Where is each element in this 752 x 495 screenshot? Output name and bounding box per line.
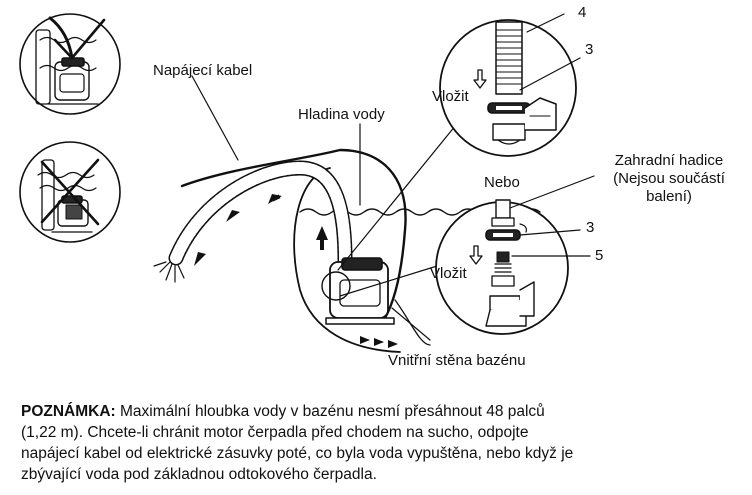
flow-arrow-icon <box>194 194 398 348</box>
connector-part-5 <box>491 251 515 287</box>
hose-part-4 <box>495 21 523 95</box>
water-level-label: Hladina vody <box>298 106 385 123</box>
safety-note: POZNÁMKA: Maximální hloubka vody v bazén… <box>21 401 721 485</box>
note-line-4: zbývající voda pod základnou odtokového … <box>21 466 377 483</box>
note-heading: POZNÁMKA: <box>21 403 116 420</box>
garden-hose-label-line2: (Nejsou součástí <box>613 170 725 187</box>
bottom-insert-inset <box>435 199 569 335</box>
insert-label-bottom: Vložit <box>430 265 467 282</box>
pump-installation-diagram <box>19 13 595 353</box>
power-cable <box>180 148 407 320</box>
insert-arrow-icon <box>469 245 483 265</box>
callout-3-top: 3 <box>585 41 594 58</box>
or-label: Nebo <box>484 174 520 191</box>
leader-lines <box>191 75 461 341</box>
correct-placement-inset <box>19 13 121 115</box>
garden-hose-label-line1: Zahradní hadice <box>614 152 724 169</box>
insert-arrow-icon <box>473 69 487 89</box>
pool-scene <box>153 148 541 353</box>
top-insert-inset <box>439 19 577 157</box>
cross-mark-icon <box>40 158 100 226</box>
inner-wall-label: Vnitřní stěna bazénu <box>388 352 526 369</box>
power-cable-label: Napájecí kabel <box>153 62 253 79</box>
garden-hose-label-line3: balení) <box>646 188 692 205</box>
incorrect-placement-inset <box>19 141 121 243</box>
garden-hose-end <box>491 199 515 227</box>
callout-4-top: 4 <box>578 4 587 21</box>
garden-hose-label: Zahradní hadice (Nejsou součástí balení) <box>598 152 740 206</box>
callout-3-bottom: 3 <box>586 219 595 236</box>
pool-inner-wall <box>293 167 401 353</box>
note-line-2: (1,22 m). Chcete-li chránit motor čerpad… <box>21 424 529 441</box>
insert-label-top: Vložit <box>432 88 469 105</box>
water-spray <box>153 261 185 283</box>
callout-5-bottom: 5 <box>595 247 604 264</box>
check-mark-icon <box>53 18 106 60</box>
note-line-1: Maximální hloubka vody v bazénu nesmí př… <box>115 403 545 420</box>
note-line-3: napájecí kabel od elektrické zásuvky pot… <box>21 445 574 462</box>
